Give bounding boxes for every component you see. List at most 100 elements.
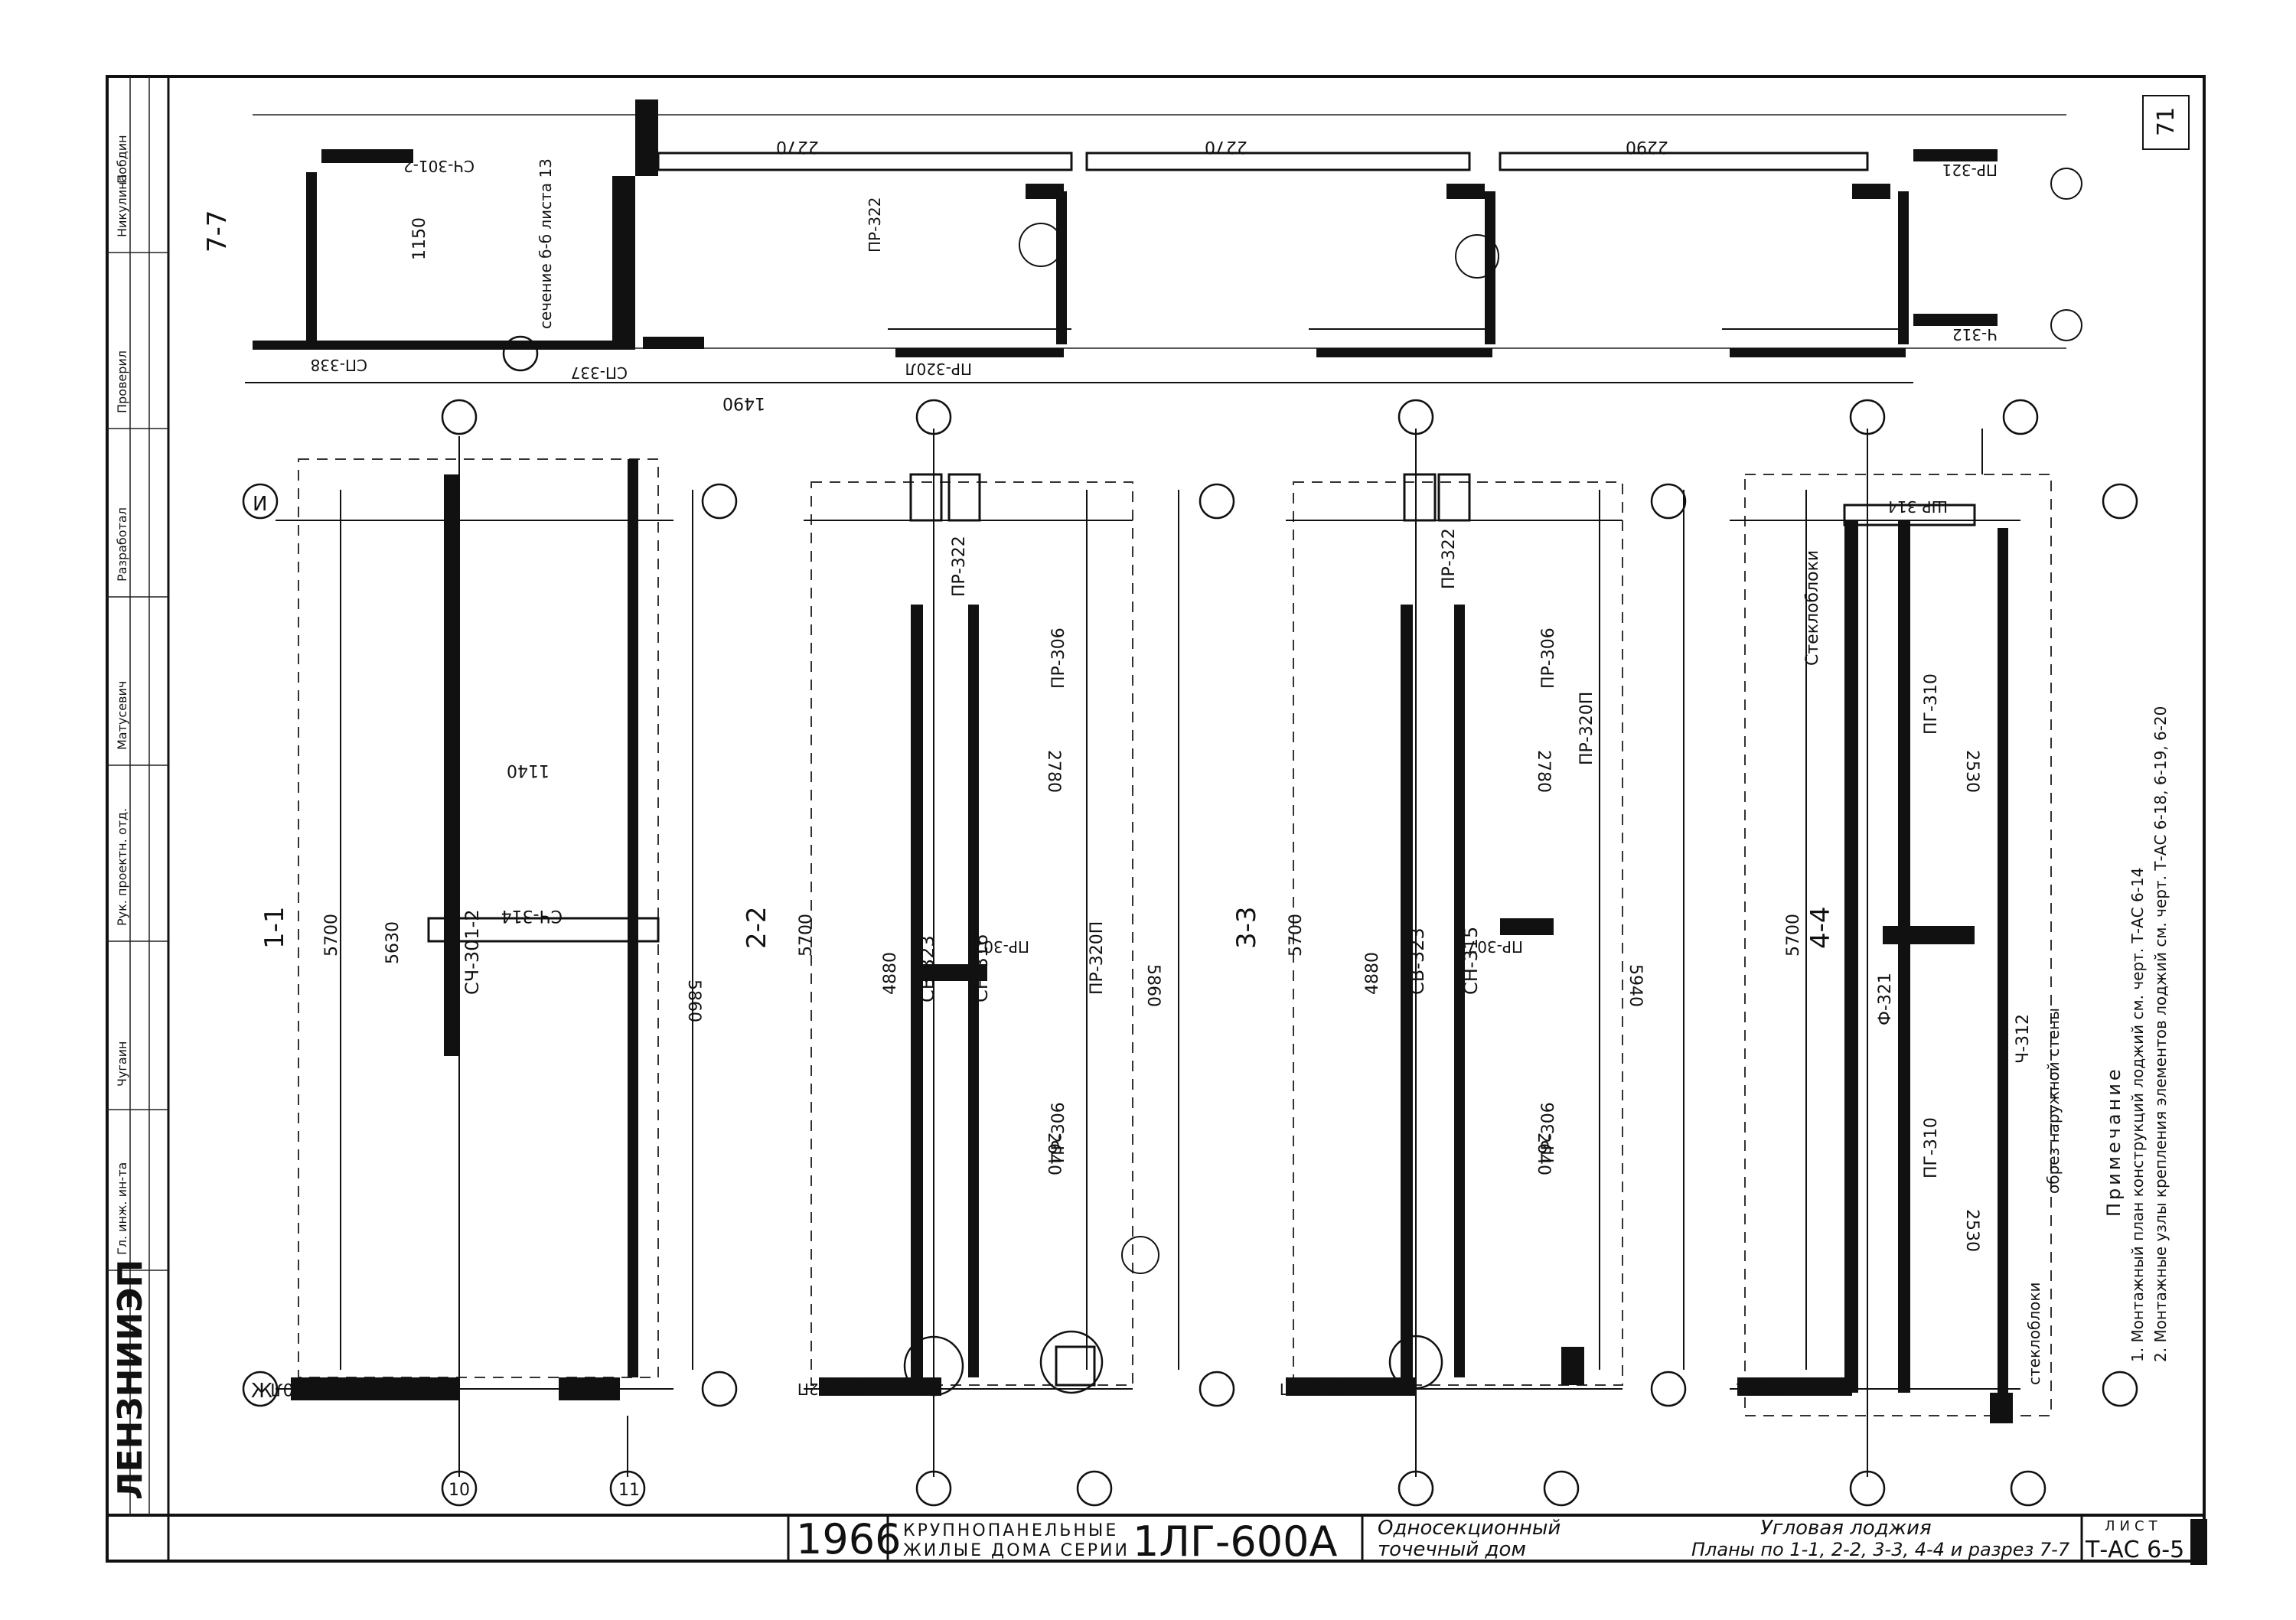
- dim-5700-p1: 5700: [322, 914, 341, 957]
- dim-5700-p4: 5700: [1784, 914, 1803, 957]
- mark-pr-306-s7: ПР-306: [613, 220, 631, 276]
- title-series-line1: КРУПНОПАНЕЛЬНЫЕ: [903, 1521, 1118, 1540]
- mark-sp-337: СП-337: [571, 363, 628, 382]
- axis-label-Zh: Ж: [251, 1380, 272, 1403]
- dim-2640-p3: 2640: [1534, 1133, 1553, 1175]
- section-label-7-7: 7-7: [202, 210, 233, 253]
- mark-pr-320l-s7: ПР-320Л: [905, 360, 972, 378]
- dim-2290-s7: 2290: [1626, 137, 1668, 156]
- sig-name-3: Матусевич: [115, 681, 129, 750]
- mark-pr-322-p2: ПР-322: [950, 536, 969, 597]
- mark-pr-306b-p3: ПР-306: [1539, 1102, 1558, 1163]
- plan-4-4: [1730, 429, 2052, 1477]
- mark-ch-312-s7: Ч-312: [1952, 325, 1998, 344]
- sheet-title-line2: Планы по 1-1, 2-2, 3-3, 4-4 и разрез 7-7: [1691, 1539, 2070, 1560]
- section-label-1-1: 1-1: [259, 906, 290, 949]
- sheet-label: ЛИСТ: [2105, 1518, 2162, 1534]
- mark-sv-322p-p3: СВ-322П: [1280, 1380, 1347, 1398]
- axis-label-11: 11: [618, 1481, 640, 1500]
- title-series-line2: ЖИЛЫЕ ДОМА СЕРИИ: [903, 1541, 1130, 1560]
- mark-pr-306a-p2: ПР-306: [1049, 627, 1068, 689]
- plan-1-1: [276, 436, 693, 1477]
- dim-5630-p1: 5630: [383, 921, 403, 964]
- sheet-number: Т-АС 6-5: [2085, 1537, 2184, 1563]
- mark-pr-320p-p2: ПР-320П: [1088, 921, 1107, 995]
- dim-5940-p3: 5940: [1626, 964, 1645, 1007]
- dim-2530a-p4: 2530: [1962, 750, 1981, 793]
- mark-f-331: Ф-331: [1735, 1380, 1783, 1398]
- sig-role-a0: Гл. инж. ин-та: [115, 1162, 129, 1255]
- mark-pr-320p-p3: ПР-320П: [1577, 692, 1596, 765]
- sig-role-b0: Рук. проектн. отд.: [115, 808, 129, 926]
- section-label-4-4: 4-4: [1805, 906, 1836, 949]
- mark-pr-306a-p3: ПР-306: [1539, 627, 1558, 689]
- mark-pg-310b: ПГ-310: [1922, 1117, 1941, 1178]
- sheet-title-line1: Угловая лоджия: [1760, 1517, 1932, 1540]
- sig-role-d0: Проверил: [115, 350, 129, 413]
- title-building-line2: точечный дом: [1378, 1538, 1526, 1561]
- mark-f-321: Ф-321: [1876, 973, 1895, 1025]
- dim-4880-p3: 4880: [1363, 952, 1382, 995]
- title-series-code: 1ЛГ-600А: [1133, 1517, 1337, 1566]
- label-glassblocks: Стеклоблоки: [1803, 550, 1822, 666]
- note-2: 2. Монтажные узлы крепления элементов ло…: [2151, 706, 2170, 1362]
- mark-sn-315: СН-315: [1460, 927, 1482, 995]
- axis-label-I: И: [253, 493, 267, 516]
- title-building-line1: Односекционный: [1378, 1517, 1561, 1540]
- mark-shr-314: ШР-314: [1887, 497, 1948, 516]
- axis-markers: [242, 399, 2138, 1507]
- dim-1150-s7: 1150: [410, 217, 429, 260]
- mark-pr-307-p3: ПР-307: [1468, 937, 1524, 956]
- dim-2270b-s7: 2270: [1205, 137, 1247, 156]
- mark-pg-310a: ПГ-310: [1922, 673, 1941, 735]
- note-1: 1. Монтажный план конструкций лоджий см.…: [2128, 868, 2147, 1362]
- sig-name-9: Побдин: [115, 135, 129, 184]
- label-section-ref: сечение б-б листа 13: [536, 158, 555, 329]
- mark-pr-307-p2: ПР-307: [974, 937, 1030, 956]
- mark-sch-301-2-s7: СЧ-301-2: [403, 157, 475, 175]
- dim-1140-p1: 1140: [507, 761, 550, 780]
- mark-pr-322-p3: ПР-322: [1440, 528, 1459, 589]
- dim-5860-p1: 5860: [684, 979, 703, 1022]
- label-outer-wall: обрез наружной стены: [2044, 1008, 2063, 1194]
- mark-pr-322-s7: ПР-322: [866, 197, 884, 253]
- dim-2270a-s7: 2270: [776, 137, 819, 156]
- mark-pr-321-s7: ПР-321: [1942, 161, 1998, 179]
- section-label-2-2: 2-2: [742, 906, 772, 949]
- dim-5700-p3: 5700: [1287, 914, 1306, 957]
- mark-ch-312: Ч-312: [2014, 1014, 2033, 1064]
- title-year: 1966: [796, 1515, 901, 1563]
- mark-sch-314: СЧ-314: [501, 906, 563, 925]
- mark-sch-301-2: СЧ-301-2: [461, 909, 483, 995]
- mark-sv-323-p3: СВ-323: [1407, 927, 1428, 995]
- mark-sp-338: СП-338: [311, 356, 367, 374]
- sig-name-6: Никулина: [115, 174, 129, 237]
- signature-table: [106, 75, 170, 1563]
- mark-sch-310l: СЧ-310Л: [270, 1379, 344, 1398]
- mark-sv-323-p2: СВ-323: [917, 935, 938, 1002]
- dim-4880-p2: 4880: [881, 952, 900, 995]
- sheet-frame: [106, 75, 2206, 1563]
- mark-sn-316: СН-316: [970, 934, 992, 1002]
- sig-role-c0: Разработал: [115, 507, 129, 582]
- dim-2530b-p4: 2530: [1962, 1209, 1981, 1252]
- mark-pr-306b-p2: ПР-306: [1049, 1102, 1068, 1163]
- dim-2640-p2: 2640: [1044, 1133, 1063, 1175]
- label-glassblocks-2: стеклоблоки: [2025, 1283, 2043, 1385]
- section-label-3-3: 3-3: [1231, 906, 1262, 949]
- dim-2780-p3: 2780: [1534, 750, 1553, 793]
- dim-1490-s7: 1490: [722, 393, 765, 412]
- org-name: ЛЕНЗНИИЭП: [111, 1260, 150, 1500]
- dim-2780-p2: 2780: [1044, 750, 1063, 793]
- title-block-lines: [787, 95, 2207, 1565]
- mark-sv-322p-p2: СВ-322П: [797, 1380, 865, 1398]
- page-mark: 71: [2153, 107, 2180, 136]
- plan-2-2: [804, 429, 1179, 1477]
- axis-label-10: 10: [448, 1481, 470, 1500]
- sig-name-0: Чугаин: [115, 1041, 129, 1087]
- plan-3-3: [1286, 429, 1684, 1477]
- section-7-7: [245, 99, 2082, 383]
- dim-5860-p2: 5860: [1143, 964, 1163, 1007]
- notes-heading: Примечание: [2103, 1066, 2125, 1217]
